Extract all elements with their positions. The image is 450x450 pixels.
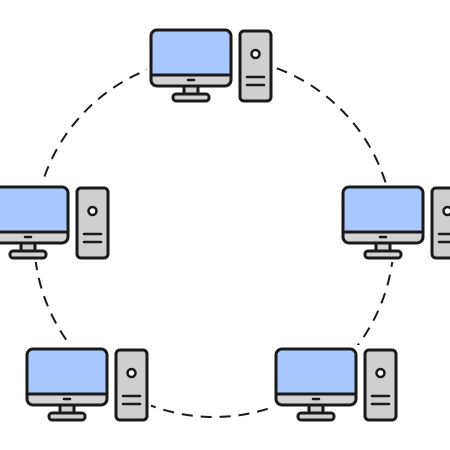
computer-right bbox=[339, 183, 450, 262]
computer-bottom-left bbox=[23, 345, 151, 424]
computer-bottom-right bbox=[272, 345, 400, 424]
computer-left bbox=[0, 183, 112, 262]
computer-top bbox=[147, 26, 275, 105]
